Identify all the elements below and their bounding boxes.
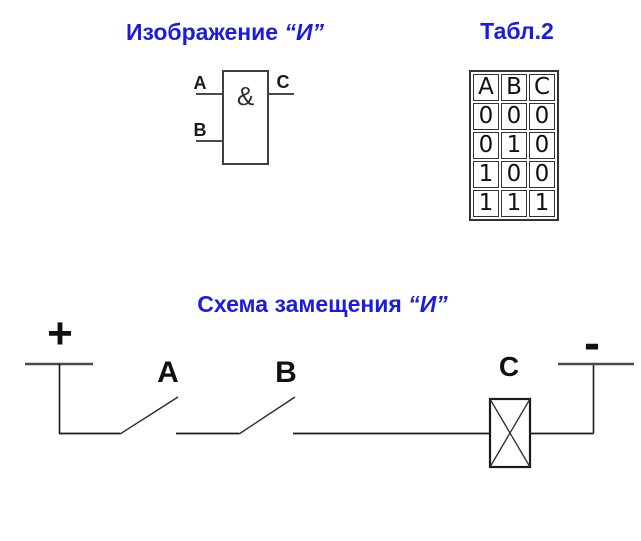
gate-output-c-label: C <box>276 72 290 92</box>
circuit-section-title-quoted: “И” <box>408 291 448 317</box>
gate-input-a-wire <box>196 93 222 95</box>
circuit-diagram <box>25 362 634 469</box>
plus-terminal-label: + <box>47 309 73 358</box>
truth-table-cell: 0 <box>473 103 499 130</box>
switch-b-label: B <box>275 356 297 389</box>
switch-b-contact <box>238 396 296 435</box>
truth-table-header-row: A B C <box>473 74 555 101</box>
and-gate-ampersand: & <box>236 81 255 111</box>
load-c-label: C <box>498 351 520 382</box>
switch-a-contact <box>119 396 179 435</box>
truth-table: A B C 0 0 0 0 1 0 1 0 0 1 1 1 <box>469 70 559 221</box>
truth-table-row: 0 0 0 <box>473 103 555 130</box>
truth-table-cell: 0 <box>529 132 555 159</box>
truth-table-cell: 0 <box>501 161 527 188</box>
truth-table-header-c: C <box>529 74 555 101</box>
truth-table-cell: 0 <box>501 103 527 130</box>
gate-section-title: Изображение “И” <box>75 19 375 46</box>
truth-table-header-a: A <box>473 74 499 101</box>
truth-table-cell: 1 <box>473 161 499 188</box>
circuit-section-title-text: Схема замещения <box>197 291 402 317</box>
truth-table-cell: 1 <box>501 132 527 159</box>
gate-input-b-label: B <box>193 120 207 140</box>
gate-input-b-wire <box>196 140 222 142</box>
truth-table-cell: 0 <box>529 161 555 188</box>
truth-table-row: 0 1 0 <box>473 132 555 159</box>
minus-terminal-label: - <box>584 317 600 370</box>
truth-table-cell: 1 <box>473 190 499 217</box>
gate-section-title-text: Изображение <box>125 19 279 45</box>
switch-a-label: A <box>157 356 179 389</box>
truth-table-cell: 0 <box>473 132 499 159</box>
truth-table-header-b: B <box>501 74 527 101</box>
circuit-section-title: Схема замещения “И” <box>150 291 495 318</box>
truth-table-cell: 1 <box>501 190 527 217</box>
gate-output-c-wire <box>269 93 294 95</box>
truth-table-cell: 1 <box>529 190 555 217</box>
gate-input-a-label: A <box>193 73 207 93</box>
and-gate-body <box>222 70 269 165</box>
truth-table-row: 1 0 0 <box>473 161 555 188</box>
load-x-diagonal-2 <box>489 398 531 468</box>
truth-table-row: 1 1 1 <box>473 190 555 217</box>
truth-table-title: Табл.2 <box>480 18 554 44</box>
truth-table-cell: 0 <box>529 103 555 130</box>
gate-section-title-quoted: “И” <box>284 19 325 45</box>
